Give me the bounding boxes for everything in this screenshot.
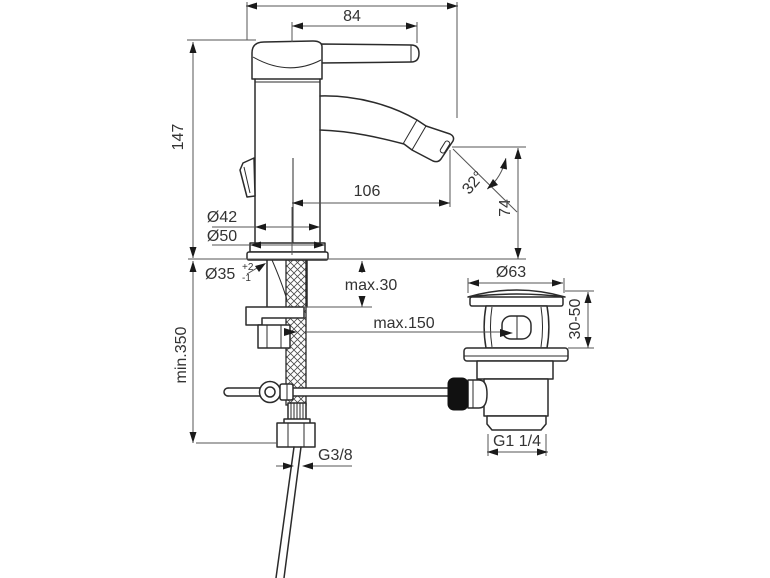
dim-spout-height-label: 74 bbox=[497, 199, 514, 217]
base-flange bbox=[249, 242, 326, 253]
dim-spout-height: 74 bbox=[452, 146, 526, 259]
dim-body-diameter-label: Ø42 bbox=[207, 209, 237, 226]
faucet-lever bbox=[319, 43, 420, 64]
faucet-figure bbox=[239, 40, 455, 261]
aerator-ring-b bbox=[411, 125, 427, 151]
dim-hole-tol-plus: +2 bbox=[242, 262, 254, 273]
connector-nut bbox=[276, 422, 316, 448]
dimension-annotations: 84 147 min.350 Ø42 bbox=[170, 2, 594, 470]
rod-ball-joint-inner bbox=[264, 386, 276, 398]
waste-figure bbox=[447, 289, 569, 431]
pop-up-rod bbox=[228, 388, 449, 396]
dim-deck-thickness: max.30 bbox=[303, 261, 398, 308]
dim-base-diameter-label: Ø50 bbox=[207, 228, 237, 245]
waste-tail-upper bbox=[476, 360, 554, 380]
dim-spout-reach-label: 106 bbox=[354, 183, 381, 200]
dim-hole-diameter-label: Ø35 bbox=[205, 266, 235, 283]
pop-up-rod-end-cap bbox=[223, 387, 229, 397]
dim-spout-angle-label: 32° bbox=[459, 168, 488, 197]
dim-overall-width bbox=[246, 2, 458, 118]
side-lever-inner bbox=[243, 166, 251, 194]
side-lever bbox=[239, 157, 256, 198]
hose-bend bbox=[271, 259, 288, 301]
mounting-nut bbox=[257, 324, 291, 349]
dim-spout-reach: 106 bbox=[291, 150, 451, 255]
aerator-ring-a bbox=[402, 119, 418, 145]
faucet-cap bbox=[251, 40, 323, 80]
dim-hose-min-label: min.350 bbox=[173, 326, 190, 383]
waste-upper-flange bbox=[469, 296, 564, 307]
dim-deck-thickness-label: max.30 bbox=[345, 277, 398, 294]
dim-waste-thread: G1 1/4 bbox=[487, 433, 548, 456]
installation-figure bbox=[223, 259, 450, 578]
waste-body-shade-right bbox=[540, 306, 543, 348]
dim-base-diameter: Ø50 bbox=[207, 228, 325, 249]
dim-supply-thread: G3/8 bbox=[276, 447, 353, 470]
dim-hole-tol-minus: -1 bbox=[242, 273, 251, 284]
waste-body-shade-left bbox=[490, 306, 493, 348]
waste-plug-cap bbox=[467, 289, 566, 298]
rod-knob bbox=[447, 377, 469, 411]
waste-tail-thread bbox=[486, 415, 547, 431]
dim-hose-min-length: min.350 bbox=[173, 261, 277, 444]
dim-spout-angle: 32° bbox=[452, 148, 518, 213]
dim-handle-length: 84 bbox=[291, 8, 418, 43]
aerator-outlet-slot bbox=[439, 140, 451, 154]
dim-waste-flange: Ø63 bbox=[467, 264, 565, 293]
dim-rod-reach-label: max.150 bbox=[373, 315, 434, 332]
dim-waste-deck-range: 30-50 bbox=[565, 290, 594, 349]
dim-supply-thread-label: G3/8 bbox=[318, 447, 353, 464]
supply-pipe-right bbox=[283, 446, 302, 578]
waste-lower-flange bbox=[463, 347, 569, 362]
faucet-cap-curve bbox=[252, 56, 322, 69]
dim-waste-flange-label: Ø63 bbox=[496, 264, 526, 281]
supply-pipe-left bbox=[275, 446, 295, 578]
dim-height-label: 147 bbox=[170, 124, 187, 151]
dim-waste-deck-range-label: 30-50 bbox=[567, 298, 584, 339]
dim-rod-reach: max.150 bbox=[284, 315, 513, 337]
dim-handle-length-label: 84 bbox=[343, 8, 361, 25]
waste-tail-mid bbox=[483, 378, 549, 417]
rod-connector-cylinder bbox=[467, 379, 488, 409]
dim-body-diameter: Ø42 bbox=[207, 209, 320, 231]
dim-hole-diameter: Ø35 +2 -1 bbox=[205, 262, 266, 284]
dim-height: 147 bbox=[170, 39, 256, 258]
faucet-spout bbox=[319, 95, 455, 163]
dim-waste-thread-label: G1 1/4 bbox=[493, 433, 541, 450]
